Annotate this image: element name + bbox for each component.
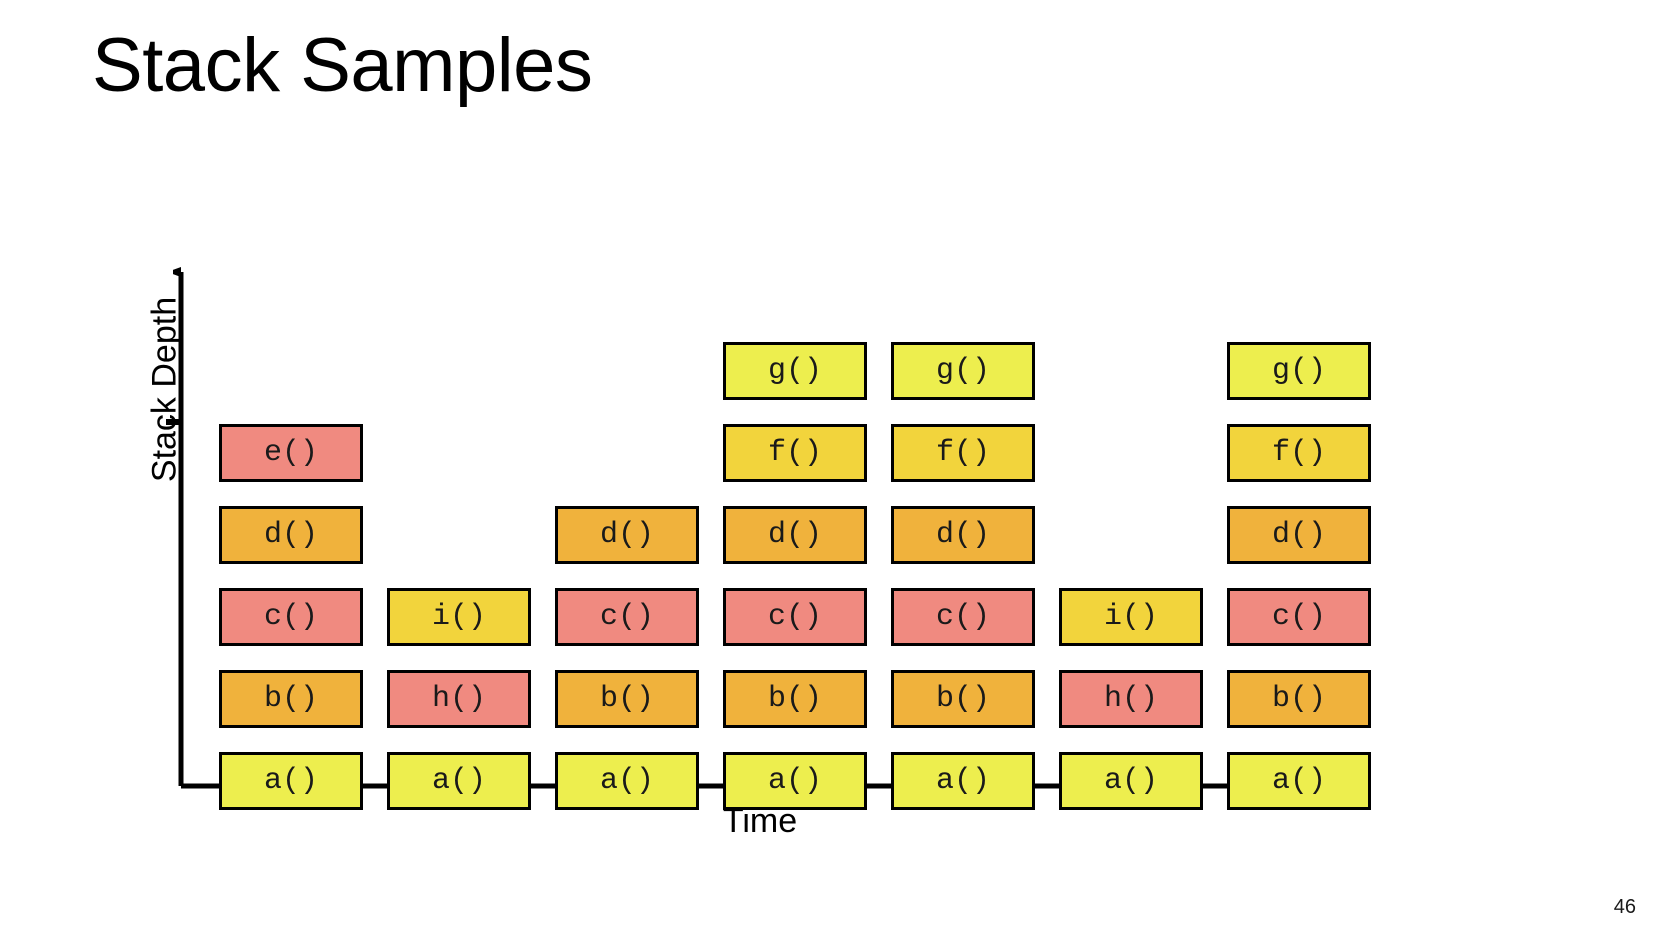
stack-frame-label: a(): [935, 764, 990, 798]
stack-frame-label: a(): [1103, 764, 1158, 798]
stack-frame-label: c(): [767, 600, 822, 634]
stack-frame-box: b(): [555, 670, 699, 728]
stack-frame-label: b(): [599, 682, 654, 716]
stack-frame-label: g(): [935, 354, 990, 388]
stack-frame-label: g(): [767, 354, 822, 388]
stack-frame-box: f(): [1227, 424, 1371, 482]
stack-frame-label: b(): [935, 682, 990, 716]
stack-frame-box: a(): [219, 752, 363, 810]
stack-frame-box: a(): [387, 752, 531, 810]
stack-frame-box: d(): [555, 506, 699, 564]
stack-frame-label: a(): [767, 764, 822, 798]
stack-frame-box: f(): [891, 424, 1035, 482]
page-title: Stack Samples: [92, 23, 593, 108]
stack-frame-box: c(): [891, 588, 1035, 646]
stack-frame-box: g(): [891, 342, 1035, 400]
stack-frame-label: g(): [1271, 354, 1326, 388]
page-number: 46: [1613, 896, 1636, 918]
stack-frame-box: c(): [1227, 588, 1371, 646]
stack-frame-label: b(): [767, 682, 822, 716]
stack-frame-label: f(): [935, 436, 990, 470]
stack-frame-box: e(): [219, 424, 363, 482]
stack-frame-box: h(): [387, 670, 531, 728]
stack-frame-box: b(): [219, 670, 363, 728]
stack-frame-box: i(): [1059, 588, 1203, 646]
stack-frame-label: d(): [767, 518, 822, 552]
stack-frame-box: a(): [891, 752, 1035, 810]
stack-frame-label: c(): [599, 600, 654, 634]
stack-frame-box: d(): [891, 506, 1035, 564]
stack-frame-label: a(): [431, 764, 486, 798]
stack-frame-box: b(): [723, 670, 867, 728]
stack-frame-box: d(): [219, 506, 363, 564]
stack-frame-box: a(): [1227, 752, 1371, 810]
stack-frame-box: c(): [219, 588, 363, 646]
stack-frame-box: a(): [555, 752, 699, 810]
stack-frame-box: d(): [1227, 506, 1371, 564]
stack-frame-label: c(): [935, 600, 990, 634]
y-axis-label: Stack Depth: [145, 296, 184, 483]
stack-frame-label: a(): [599, 764, 654, 798]
stack-frame-label: i(): [431, 600, 486, 634]
stack-frame-label: f(): [1271, 436, 1326, 470]
stack-frame-box: g(): [723, 342, 867, 400]
stack-frame-label: i(): [1103, 600, 1158, 634]
stack-frame-box: i(): [387, 588, 531, 646]
stack-frame-label: b(): [1271, 682, 1326, 716]
stack-frame-label: h(): [431, 682, 486, 716]
stack-frame-box: b(): [891, 670, 1035, 728]
stack-frame-label: e(): [263, 436, 318, 470]
stack-frame-box: a(): [1059, 752, 1203, 810]
stack-frame-label: d(): [1271, 518, 1326, 552]
stack-frame-box: g(): [1227, 342, 1371, 400]
stack-frame-label: b(): [263, 682, 318, 716]
stack-frame-label: c(): [263, 600, 318, 634]
stack-frame-label: d(): [599, 518, 654, 552]
stack-frame-label: a(): [263, 764, 318, 798]
stack-frame-box: d(): [723, 506, 867, 564]
stack-frame-box: c(): [723, 588, 867, 646]
stack-frame-label: f(): [767, 436, 822, 470]
stack-frame-box: f(): [723, 424, 867, 482]
stack-frame-label: h(): [1103, 682, 1158, 716]
stack-frame-label: d(): [935, 518, 990, 552]
stack-frame-box: a(): [723, 752, 867, 810]
stack-frame-box: b(): [1227, 670, 1371, 728]
stack-frame-box: h(): [1059, 670, 1203, 728]
stack-frame-label: c(): [1271, 600, 1326, 634]
stack-frame-label: d(): [263, 518, 318, 552]
stack-frame-box: c(): [555, 588, 699, 646]
stack-frame-label: a(): [1271, 764, 1326, 798]
